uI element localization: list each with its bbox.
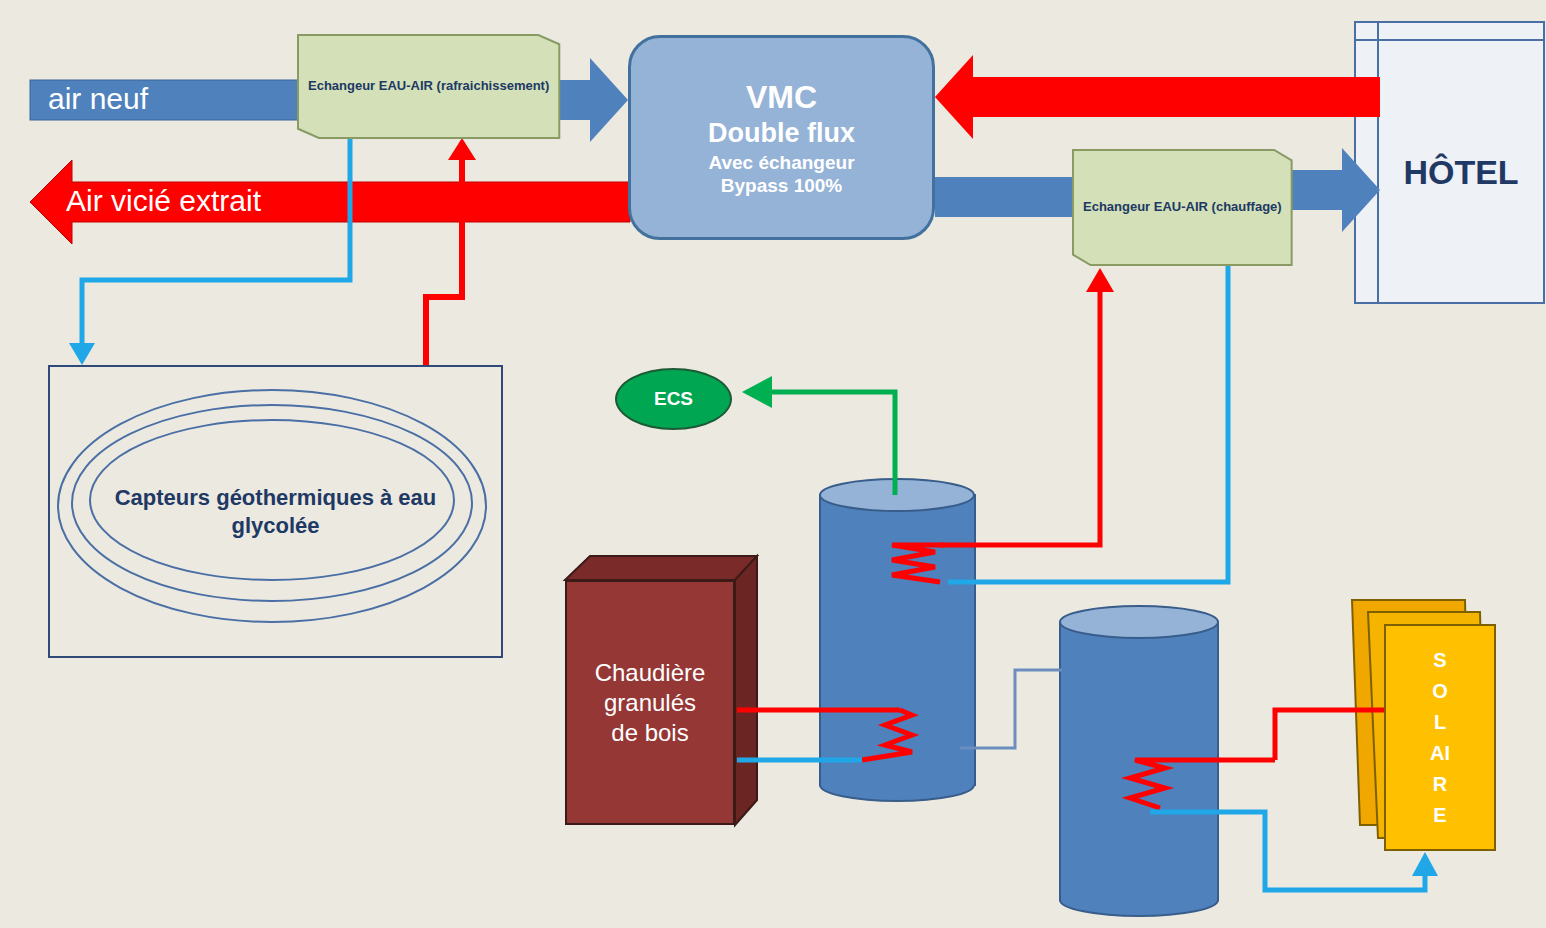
flow-connector (972, 97, 1380, 98)
flow-connector (82, 138, 350, 344)
ground-loop (58, 390, 486, 622)
node-text: ECS (654, 387, 693, 411)
hotel-wall (1355, 22, 1544, 303)
ventilation-unit: VMCDouble fluxAvec échangeur Bypass 100% (628, 35, 935, 240)
flow-line (426, 159, 462, 365)
node-text: Double flux (708, 117, 855, 151)
node-text: Avec échangeur Bypass 100% (689, 151, 874, 199)
coil (1130, 760, 1275, 808)
boiler-side (735, 556, 757, 825)
flow-connector (1292, 190, 1343, 191)
arrow-head (1412, 852, 1438, 876)
flow-line (935, 177, 1073, 217)
coil (862, 710, 912, 760)
flow-line (559, 80, 591, 120)
arrow-head (742, 376, 772, 408)
return-pipe (948, 265, 1228, 582)
fresh-air-band (30, 80, 300, 120)
heat-exchanger: Echangeur EAU-AIR (rafraichissement) (298, 35, 559, 138)
exhaust-air-band (30, 160, 630, 244)
hot-water-pipe (770, 392, 895, 495)
heat-exchanger: Echangeur EAU-AIR (chauffage) (1073, 150, 1292, 265)
arrow-head (590, 58, 628, 142)
return-pipe (1150, 812, 1425, 890)
supply-pipe (940, 290, 1100, 545)
node-text: HÔTEL (1403, 151, 1518, 194)
supply-pipe (737, 708, 900, 713)
coil (892, 545, 945, 582)
arrow-head (69, 343, 95, 365)
arrow-head (1342, 148, 1380, 232)
hot-water-outlet: ECS (615, 368, 732, 430)
airflow-label: air neuf (48, 82, 148, 116)
node-text: Capteurs géothermiques à eau glycolée (106, 484, 446, 539)
hotel-line (1355, 39, 1544, 41)
flow-connector (426, 159, 462, 365)
node-text: Echangeur EAU-AIR (rafraichissement) (308, 78, 549, 94)
flow-line (82, 138, 350, 344)
ground-collector: Capteurs géothermiques à eau glycolée (48, 365, 503, 658)
node-text: SOLAIRE (1430, 645, 1450, 831)
pipe (960, 670, 1062, 748)
building: HÔTEL (1380, 42, 1542, 302)
airflow-label: Air vicié extrait (66, 184, 261, 218)
flow-connector (935, 197, 1073, 198)
node-text: Echangeur EAU-AIR (chauffage) (1083, 199, 1282, 215)
flow-line (972, 77, 1380, 117)
hotel-line (1377, 22, 1379, 303)
node-text: Chaudière granulés de bois (591, 658, 709, 748)
arrow-head (448, 138, 476, 160)
flow-line (1292, 170, 1343, 210)
solar-panel: SOLAIRE (1385, 625, 1495, 850)
node-text: VMC (746, 77, 817, 117)
arrow-head (935, 55, 973, 139)
arrow-head (1086, 268, 1114, 292)
supply-pipe (1275, 710, 1390, 760)
pellet-boiler: Chaudière granulés de bois (565, 580, 735, 825)
boiler-top (565, 556, 757, 580)
flow-connector (559, 100, 591, 101)
return-pipe (737, 758, 862, 763)
storage-tank (820, 479, 975, 801)
